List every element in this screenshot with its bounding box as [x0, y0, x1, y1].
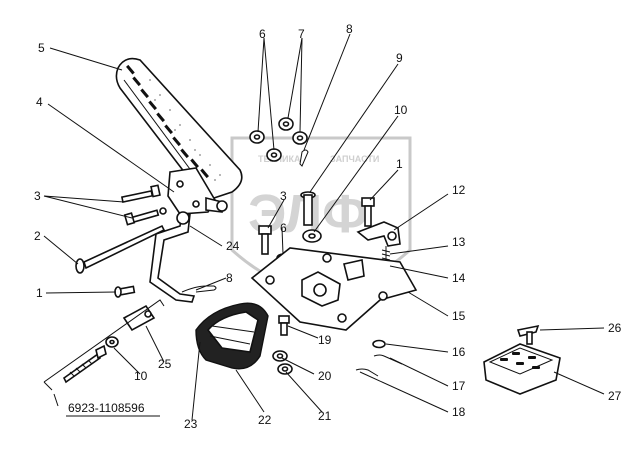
callout-8-top: 8: [346, 22, 353, 36]
callout-23-text: 23: [184, 417, 198, 431]
subassembly-parts: [62, 304, 156, 384]
bolt-lower: [123, 207, 167, 226]
subassembly-bracket: [43, 299, 165, 391]
bolt-vertical: [300, 191, 322, 243]
callout-24: 24: [226, 239, 240, 253]
cotter-pin-top: [299, 149, 309, 167]
assembly-code: 6923-1108596: [68, 401, 145, 415]
bolt-19: [278, 315, 290, 336]
callout-8-mid: 8: [226, 271, 233, 285]
callout-9-label: 9: [396, 51, 403, 65]
callout-15: 15: [452, 309, 466, 323]
callout-17: 17: [452, 379, 466, 393]
callout-labels: 5 4 3 2 1 6 7 8 9 9 10 1 12 3 6 24 13 14…: [34, 22, 622, 427]
callout-6-center: 6: [280, 221, 287, 235]
callout-3-center: 3: [280, 189, 287, 203]
screw-26: [516, 324, 540, 345]
callout-10-left: 10: [134, 369, 148, 383]
callout-10-right: 10: [394, 103, 408, 117]
adjust-bracket: [356, 221, 401, 247]
callout-12: 12: [452, 183, 466, 197]
callout-13: 13: [452, 235, 466, 249]
pin-18: [355, 368, 379, 377]
callout-19: 19: [318, 333, 332, 347]
rubber-cover: [195, 302, 269, 370]
pin-left: [114, 285, 136, 298]
callout-2: 2: [34, 229, 41, 243]
bolt-upper: [120, 184, 161, 204]
pin-17: [373, 354, 403, 365]
long-rod: [75, 224, 166, 274]
callout-16: 16: [452, 345, 466, 359]
callout-14: 14: [452, 271, 466, 285]
callout-22: 22: [258, 413, 272, 427]
leader-lines: [43, 33, 605, 421]
callout-3-left: 3: [34, 189, 41, 203]
callout-6-top: 6: [259, 27, 266, 41]
floor-pad: [483, 343, 561, 395]
watermark-text-right: ЗАПЧАСТИ: [330, 154, 379, 164]
washer-16: [372, 339, 386, 349]
callout-1-right: 1: [396, 157, 403, 171]
callout-27: 27: [608, 389, 622, 403]
lever: [149, 211, 196, 303]
callout-21: 21: [318, 409, 332, 423]
pedal-pad: [115, 57, 243, 200]
callout-26: 26: [608, 321, 622, 335]
pedal-bracket: [167, 167, 228, 215]
callout-18: 18: [452, 405, 466, 419]
washers-nuts-top: [249, 117, 308, 162]
bolt-right: [361, 197, 375, 227]
callout-4: 4: [36, 95, 43, 109]
callout-5: 5: [38, 41, 45, 55]
callout-25: 25: [158, 357, 172, 371]
nut-21: [277, 363, 293, 375]
base-plate: [250, 247, 418, 331]
callout-7: 7: [298, 27, 305, 41]
bolt-center: [258, 225, 272, 255]
callout-20: 20: [318, 369, 332, 383]
spring-clip: [181, 285, 217, 293]
callout-1-left: 1: [36, 286, 43, 300]
